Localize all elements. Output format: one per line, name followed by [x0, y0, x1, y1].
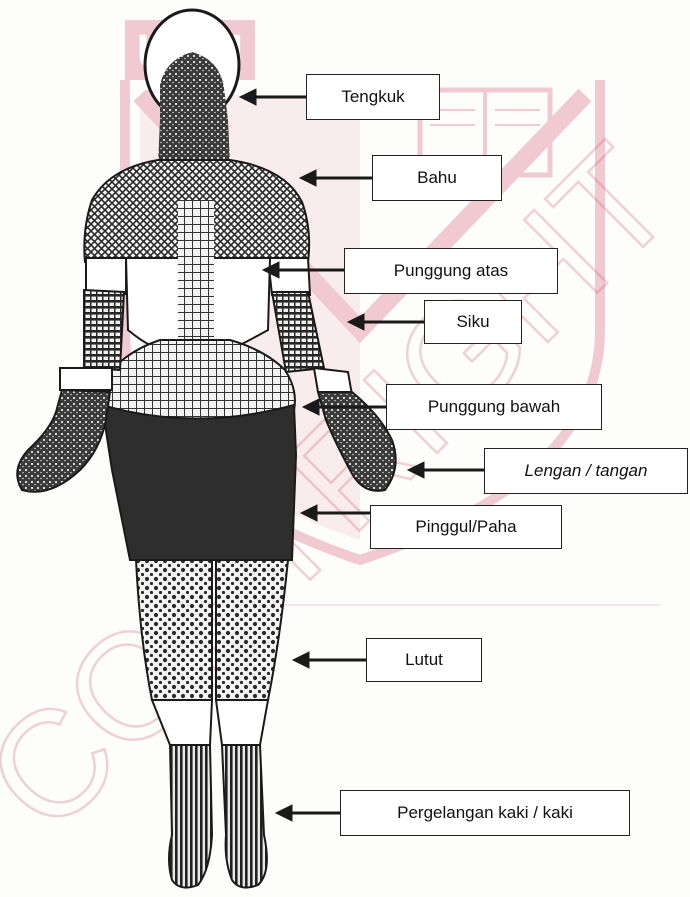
arrow-bahu: [300, 170, 372, 186]
left-ankle-foot: [169, 745, 212, 888]
right-wrist-band: [314, 368, 352, 395]
label-pergelangan-kaki: Pergelangan kaki / kaki: [340, 790, 630, 836]
hip-thigh-region: [102, 405, 296, 560]
arrow-siku: [348, 314, 424, 330]
left-shin: [152, 700, 212, 745]
arrow-pergelangan-kaki: [276, 805, 340, 821]
label-tengkuk: Tengkuk: [306, 74, 440, 120]
left-elbow-forearm: [84, 290, 124, 370]
right-shin: [216, 700, 268, 745]
arrow-tengkuk: [240, 89, 306, 105]
right-upper-arm: [268, 258, 310, 295]
label-pinggul-paha: Pinggul/Paha: [370, 505, 562, 549]
left-wrist-band: [60, 368, 112, 390]
right-elbow-forearm: [272, 292, 324, 372]
left-upper-arm: [86, 258, 126, 294]
label-lutut: Lutut: [366, 638, 482, 682]
left-hand: [17, 390, 110, 492]
right-ankle-foot: [222, 745, 267, 888]
label-bahu: Bahu: [372, 155, 502, 201]
left-knee: [136, 560, 212, 700]
label-punggung-atas: Punggung atas: [344, 248, 558, 294]
label-punggung-bawah: Punggung bawah: [386, 384, 602, 430]
right-knee: [216, 560, 288, 700]
label-siku: Siku: [424, 300, 522, 344]
label-lengan-tangan: Lengan / tangan: [484, 448, 688, 494]
arrow-lutut: [293, 652, 366, 668]
arrow-lengan-tangan: [408, 462, 484, 478]
arrow-pinggul-paha: [301, 505, 370, 521]
upper-back-column: [178, 200, 214, 350]
